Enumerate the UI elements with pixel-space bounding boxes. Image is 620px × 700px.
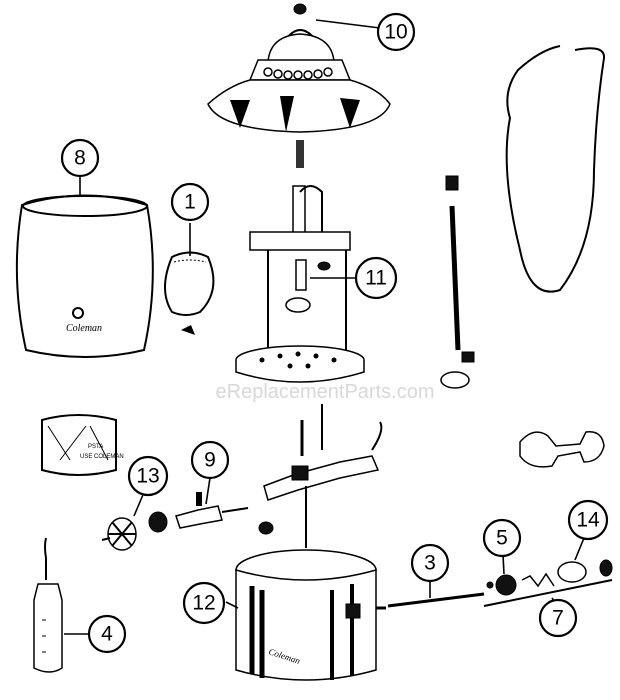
ventilator-holes	[263, 67, 333, 80]
callout-4: 4	[87, 614, 127, 654]
fill-cap	[101, 511, 168, 551]
fount: Coleman	[235, 549, 386, 681]
watermark: eReplacementParts.com	[216, 381, 435, 403]
svg-text:1: 1	[184, 191, 196, 214]
generator-rod	[440, 175, 475, 389]
mantle	[164, 251, 215, 335]
oil-can	[33, 537, 63, 673]
svg-text:12: 12	[192, 592, 215, 615]
wrench	[519, 431, 605, 468]
burner-plate-holes	[259, 351, 337, 369]
frame-generator-assembly	[235, 185, 365, 383]
ventilator-hood	[207, 3, 391, 168]
heat-shield: PSTA USE COLEMAN	[41, 414, 124, 476]
svg-text:9: 9	[204, 449, 216, 472]
svg-text:5: 5	[496, 527, 508, 550]
pump-assembly	[483, 559, 613, 607]
callout-7: 7	[538, 598, 578, 638]
callout-1: 1	[170, 182, 210, 222]
svg-text:4: 4	[101, 623, 113, 646]
svg-text:3: 3	[424, 552, 436, 575]
pump-tube	[387, 592, 485, 608]
globe-brand-text: Coleman	[66, 323, 102, 334]
callout-14: 14	[567, 499, 609, 541]
svg-text:14: 14	[576, 509, 600, 532]
svg-text:11: 11	[365, 267, 387, 290]
callout-12: 12	[182, 581, 226, 625]
callout-9: 9	[190, 440, 230, 480]
svg-text:USE COLEMAN: USE COLEMAN	[80, 454, 124, 460]
svg-text:7: 7	[552, 607, 564, 630]
globe: Coleman	[15, 194, 154, 358]
svg-text:13: 13	[136, 465, 159, 488]
callout-3: 3	[410, 543, 450, 583]
callout-13: 13	[127, 455, 169, 497]
svg-text:PSTA: PSTA	[88, 444, 103, 450]
callout-10: 10	[376, 12, 416, 52]
fuel-valve-assembly	[175, 492, 249, 529]
bail-wire	[505, 45, 605, 293]
svg-text:8: 8	[74, 147, 86, 170]
svg-text:10: 10	[384, 21, 407, 44]
tank-fitting-assembly	[258, 404, 383, 548]
callout-5: 5	[482, 518, 522, 558]
callout-8: 8	[60, 138, 100, 178]
callout-11: 11	[354, 256, 398, 300]
